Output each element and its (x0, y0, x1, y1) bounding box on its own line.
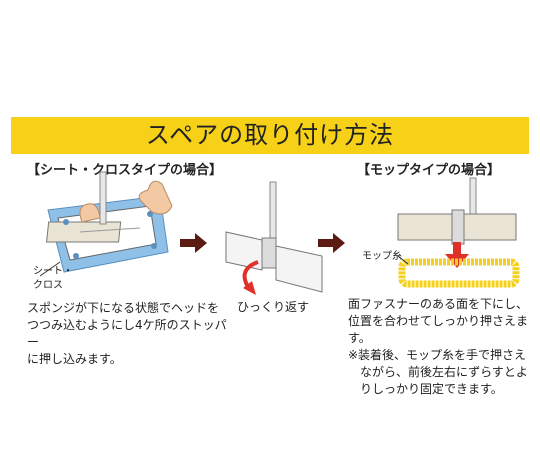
stopper-dot (73, 253, 79, 259)
hand-icon (138, 180, 173, 215)
section-label-sheet: 【シート・クロスタイプの場合】 (27, 163, 223, 178)
stopper-dot (151, 243, 157, 249)
mop-thread-shape (398, 258, 520, 288)
stopper-dot (63, 219, 69, 225)
flip-caption: ひっくり返す (237, 300, 310, 314)
arrow-right-icon (180, 233, 207, 253)
title-banner: スペアの取り付け方法 (11, 117, 529, 154)
hand-icon (79, 203, 101, 223)
flip-illustration (225, 181, 323, 295)
stopper-dot (147, 211, 153, 217)
arrow-right-icon (318, 233, 345, 253)
mop-thread-callout: モップ糸 (362, 251, 402, 262)
sheet-description: スポンジが下になる状態でヘッドを つつみ込むようにし4ケ所のストッパー に押し込… (27, 301, 227, 366)
sheet-illustration (39, 171, 173, 277)
section-label-mop: 【モップタイプの場合】 (357, 163, 501, 178)
mop-description: 面ファスナーのある面を下にし、 位置を合わせてしっかり押さえます。 ※装着後、モ… (348, 297, 529, 396)
sheet-callout: シート・ クロス (33, 266, 73, 291)
page-title: スペアの取り付け方法 (145, 121, 395, 149)
mop-illustration (397, 177, 520, 288)
